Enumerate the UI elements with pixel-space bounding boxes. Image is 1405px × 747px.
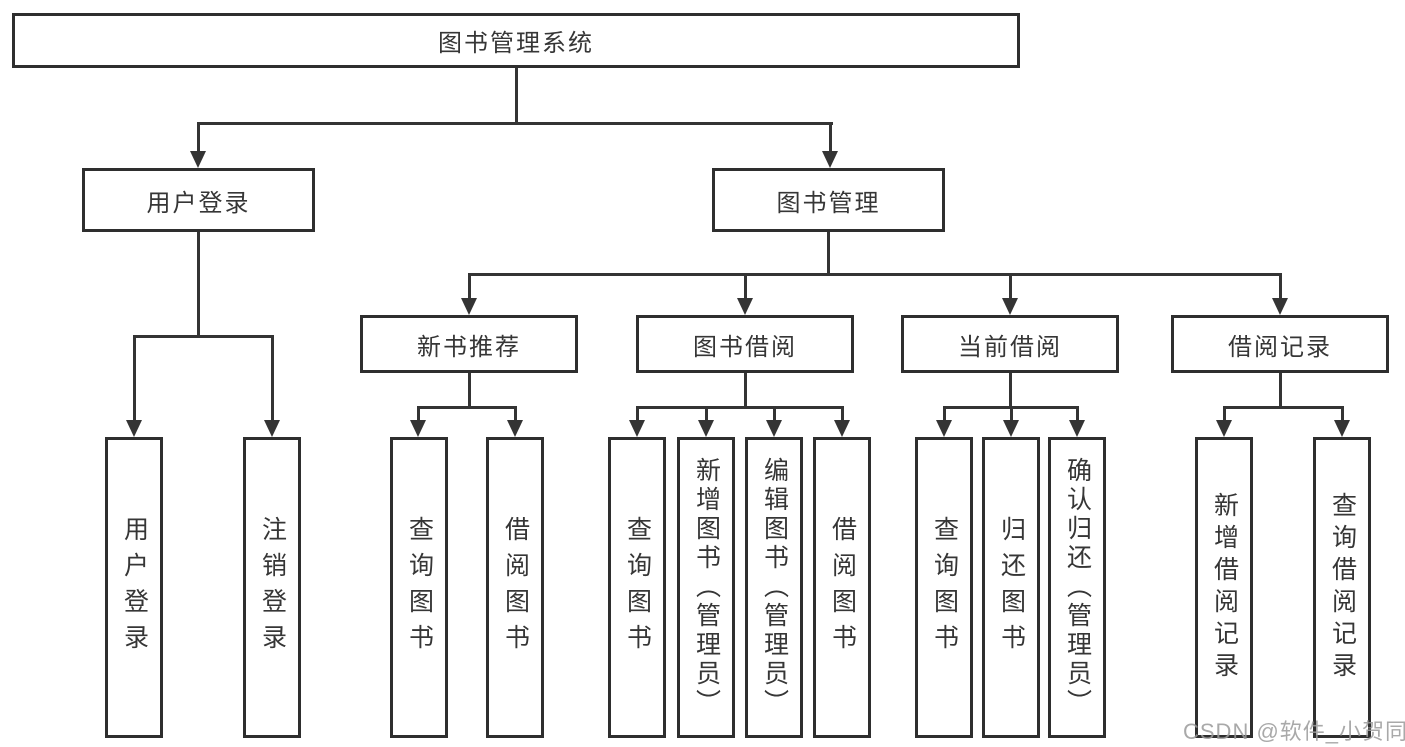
connector-stem-book-mgmt [829, 122, 832, 153]
arrow-down-leaf-br-add [1216, 420, 1232, 437]
arrow-down-leaf-user-login [126, 420, 142, 437]
connector-stem-borrow-records [1279, 273, 1282, 300]
node-leaf-logout-label: 注销登录 [258, 515, 287, 660]
node-leaf-bb-add-label: 新增图书（管理员） [692, 457, 721, 718]
node-leaf-bb-edit: 编辑图书（管理员） [745, 437, 803, 738]
connector-user-login-hbar [133, 335, 274, 338]
connector-stem-leaf-bb-borrow [841, 406, 844, 422]
node-new-book-rec: 新书推荐 [360, 315, 578, 373]
connector-book-mgmt-hbar [468, 273, 1282, 276]
connector-book-borrow-hbar [636, 406, 843, 409]
arrow-down-current-borrow [1002, 298, 1018, 315]
arrow-down-book-borrow [737, 298, 753, 315]
arrow-down-book-mgmt [822, 151, 838, 168]
node-root: 图书管理系统 [12, 13, 1020, 68]
node-borrow-records-label: 借阅记录 [1228, 333, 1332, 361]
connector-book-mgmt-stem [827, 232, 830, 273]
node-leaf-bb-borrow: 借阅图书 [813, 437, 871, 738]
node-leaf-rec-borrow: 借阅图书 [486, 437, 544, 738]
connector-stem-leaf-rec-query [417, 406, 420, 422]
node-leaf-rec-query: 查询图书 [390, 437, 448, 738]
arrow-down-borrow-records [1272, 298, 1288, 315]
node-leaf-bb-query: 查询图书 [608, 437, 666, 738]
node-root-label: 图书管理系统 [438, 30, 594, 57]
node-leaf-cb-query: 查询图书 [915, 437, 973, 738]
connector-book-borrow-stem [744, 373, 747, 406]
connector-new-book-rec-stem [468, 373, 471, 406]
node-leaf-rec-borrow-label: 借阅图书 [501, 515, 530, 660]
arrow-down-new-book-rec [461, 298, 477, 315]
arrow-down-leaf-logout [264, 420, 280, 437]
node-leaf-br-add-label: 新增借阅记录 [1210, 491, 1239, 684]
connector-stem-current-borrow [1009, 273, 1012, 300]
connector-borrow-records-hbar [1223, 406, 1344, 409]
arrow-down-leaf-br-query [1334, 420, 1350, 437]
arrow-down-leaf-bb-edit [766, 420, 782, 437]
connector-current-borrow-stem [1009, 373, 1012, 406]
csdn-watermark: CSDN @软件_小贺同学 [1183, 719, 1405, 744]
node-new-book-rec-label: 新书推荐 [417, 333, 521, 361]
arrow-down-leaf-rec-query [410, 420, 426, 437]
node-leaf-cb-confirm-label: 确认归还（管理员） [1063, 457, 1092, 718]
connector-stem-leaf-logout [271, 335, 274, 422]
node-leaf-bb-edit-label: 编辑图书（管理员） [760, 457, 789, 718]
node-leaf-br-query-label: 查询借阅记录 [1328, 491, 1357, 684]
connector-stem-leaf-cb-query [943, 406, 946, 422]
connector-new-book-rec-hbar [417, 406, 517, 409]
node-leaf-bb-add: 新增图书（管理员） [677, 437, 735, 738]
connector-stem-leaf-bb-add [705, 406, 708, 422]
node-book-mgmt: 图书管理 [712, 168, 945, 232]
node-leaf-rec-query-label: 查询图书 [405, 515, 434, 660]
node-leaf-user-login-label: 用户登录 [120, 515, 149, 660]
node-user-login: 用户登录 [82, 168, 315, 232]
node-book-borrow-label: 图书借阅 [693, 333, 797, 361]
node-leaf-cb-return-label: 归还图书 [997, 515, 1026, 660]
connector-stem-leaf-rec-borrow [514, 406, 517, 422]
node-leaf-cb-return: 归还图书 [982, 437, 1040, 738]
arrow-down-leaf-cb-confirm [1069, 420, 1085, 437]
node-leaf-bb-borrow-label: 借阅图书 [828, 515, 857, 660]
arrow-down-leaf-rec-borrow [507, 420, 523, 437]
node-leaf-user-login: 用户登录 [105, 437, 163, 738]
connector-stem-leaf-cb-return [1010, 406, 1013, 422]
connector-stem-book-borrow [744, 273, 747, 300]
connector-stem-leaf-bb-query [636, 406, 639, 422]
arrow-down-leaf-bb-query [629, 420, 645, 437]
node-leaf-logout: 注销登录 [243, 437, 301, 738]
connector-stem-new-book-rec [468, 273, 471, 300]
connector-stem-leaf-cb-confirm [1076, 406, 1079, 422]
connector-user-login-stem [197, 232, 200, 335]
node-leaf-cb-query-label: 查询图书 [930, 515, 959, 660]
connector-borrow-records-stem [1279, 373, 1282, 406]
arrow-down-leaf-cb-return [1003, 420, 1019, 437]
arrow-down-leaf-cb-query [936, 420, 952, 437]
node-leaf-cb-confirm: 确认归还（管理员） [1048, 437, 1106, 738]
connector-root-stem [515, 68, 518, 122]
connector-root-hbar [197, 122, 833, 125]
connector-stem-leaf-br-add [1223, 406, 1226, 422]
connector-stem-leaf-bb-edit [773, 406, 776, 422]
node-leaf-bb-query-label: 查询图书 [623, 515, 652, 660]
node-leaf-br-add: 新增借阅记录 [1195, 437, 1253, 738]
arrow-down-user-login [190, 151, 206, 168]
arrow-down-leaf-bb-borrow [834, 420, 850, 437]
node-current-borrow: 当前借阅 [901, 315, 1119, 373]
node-book-mgmt-label: 图书管理 [776, 189, 881, 217]
arrow-down-leaf-bb-add [698, 420, 714, 437]
node-borrow-records: 借阅记录 [1171, 315, 1389, 373]
node-book-borrow: 图书借阅 [636, 315, 854, 373]
connector-stem-leaf-br-query [1341, 406, 1344, 422]
connector-stem-leaf-user-login [133, 335, 136, 422]
node-leaf-br-query: 查询借阅记录 [1313, 437, 1371, 738]
node-current-borrow-label: 当前借阅 [958, 333, 1062, 361]
node-user-login-label: 用户登录 [146, 189, 251, 217]
connector-stem-user-login [197, 122, 200, 153]
